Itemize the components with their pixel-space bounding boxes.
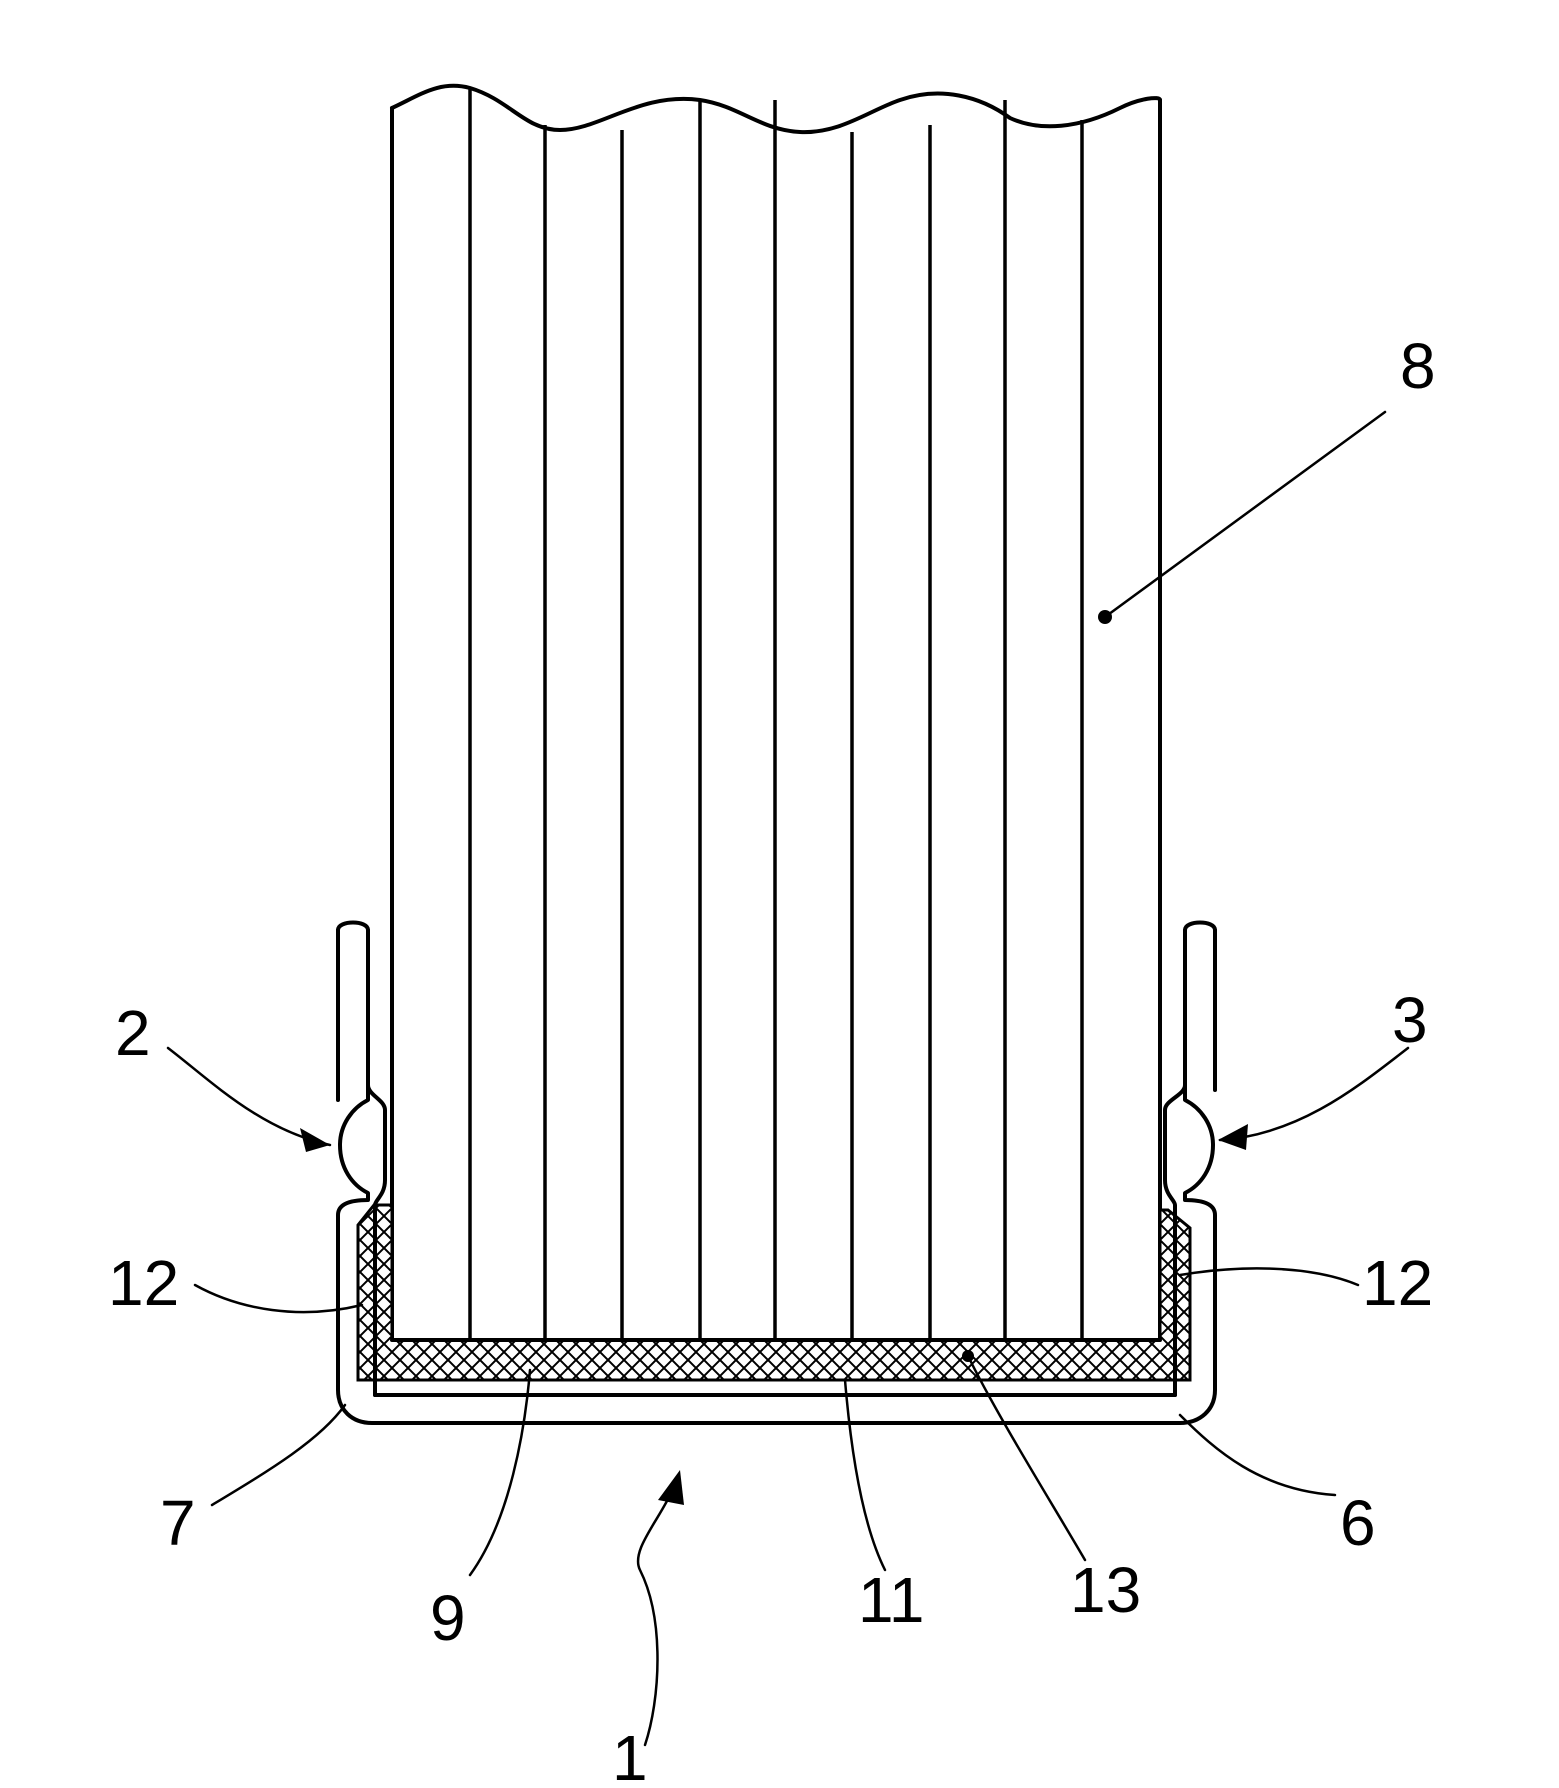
- ref-label-2: 2: [115, 997, 151, 1069]
- leader-13: [970, 1360, 1085, 1560]
- arrowhead-3: [1218, 1124, 1248, 1150]
- leader-2: [168, 1048, 330, 1145]
- ref-label-12-right: 12: [1362, 1247, 1433, 1319]
- ref-label-13: 13: [1070, 1554, 1141, 1626]
- reference-numerals: 8 2 3 12 12 7 6 9 11 13 1: [108, 330, 1436, 1788]
- ref-label-1: 1: [612, 1722, 648, 1788]
- leader-12-right: [1180, 1268, 1358, 1285]
- ref-label-12-left: 12: [108, 1247, 179, 1319]
- leader-1: [638, 1485, 675, 1745]
- ref-label-9: 9: [430, 1582, 466, 1654]
- leader-7: [212, 1405, 345, 1505]
- ref-label-7: 7: [160, 1487, 196, 1559]
- leader-lines: [168, 412, 1408, 1745]
- leader-9: [470, 1370, 530, 1575]
- leader-3: [1220, 1048, 1408, 1140]
- leader-8: [1105, 412, 1385, 617]
- ref-label-3: 3: [1392, 984, 1428, 1056]
- leader-6: [1180, 1415, 1335, 1495]
- plate-stack: [392, 86, 1160, 1340]
- ref-label-6: 6: [1340, 1487, 1376, 1559]
- ref-label-11: 11: [858, 1564, 924, 1636]
- arrowhead-1: [658, 1470, 684, 1505]
- ref-dot-13: [962, 1350, 974, 1362]
- arrowhead-2: [300, 1128, 330, 1152]
- leader-11: [845, 1380, 885, 1570]
- ref-label-8: 8: [1400, 330, 1436, 402]
